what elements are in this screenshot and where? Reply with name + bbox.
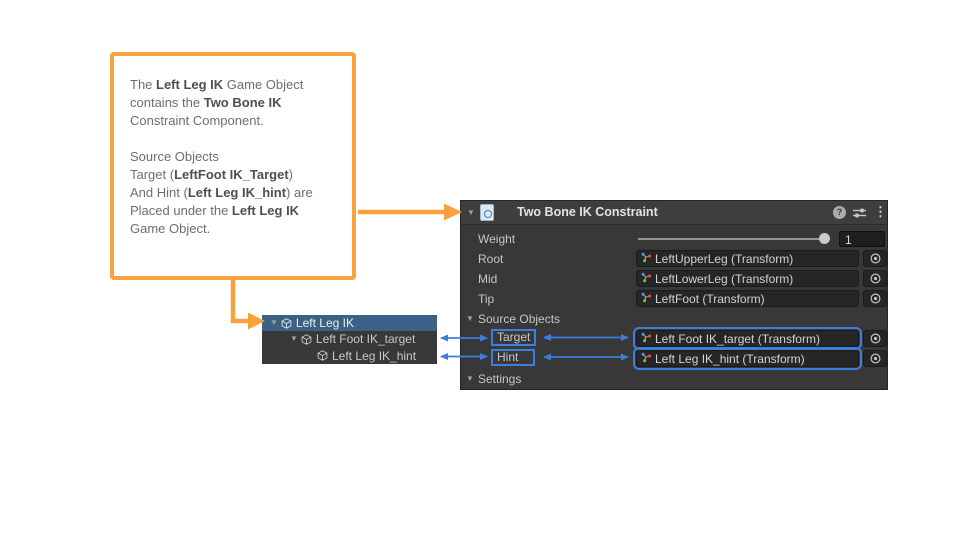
tip-object-field[interactable]: LeftFoot (Transform) xyxy=(636,290,859,307)
hierarchy-item-left-leg-ik[interactable]: ▼ Left Leg IK xyxy=(262,315,437,331)
settings-foldout[interactable]: ▼ Settings xyxy=(461,369,887,389)
component-title: Two Bone IK Constraint xyxy=(517,205,658,219)
note-line: Source Objects xyxy=(130,149,219,164)
foldout-triangle-icon[interactable]: ▼ xyxy=(467,208,475,217)
transform-icon xyxy=(640,290,652,308)
weight-value-input[interactable]: 1 xyxy=(839,231,885,247)
target-object-field[interactable]: Left Foot IK_target (Transform) xyxy=(633,327,862,350)
transform-icon xyxy=(640,270,652,288)
hierarchy-item-label: Left Leg IK xyxy=(295,316,354,330)
hint-field-value: Left Leg IK_hint (Transform) xyxy=(655,351,805,366)
mid-label: Mid xyxy=(478,272,498,286)
target-field-value: Left Foot IK_target (Transform) xyxy=(655,331,820,346)
hierarchy-item-left-leg-ik-hint[interactable]: Left Leg IK_hint xyxy=(262,347,437,364)
component-header[interactable]: ▼ Two Bone IK Constraint ? ⋮ xyxy=(461,201,887,225)
foldout-triangle-icon[interactable]: ▼ xyxy=(466,374,474,383)
hierarchy-panel: ▼ Left Leg IK ▼ Left Foot IK_target Left… xyxy=(262,315,437,364)
source-objects-foldout[interactable]: ▼ Source Objects xyxy=(461,309,887,329)
foldout-triangle-icon[interactable]: ▼ xyxy=(466,314,474,323)
target-object-picker-icon[interactable] xyxy=(863,330,887,347)
mid-field-value: LeftLowerLeg (Transform) xyxy=(655,271,794,286)
orange-arrow-line-to-hierarchy xyxy=(230,280,249,324)
note-line: Placed under the Left Leg IK xyxy=(130,203,300,218)
kebab-menu-icon[interactable]: ⋮ xyxy=(874,204,887,219)
target-label-highlight-box: Target xyxy=(491,329,537,346)
mid-object-field[interactable]: LeftLowerLeg (Transform) xyxy=(636,270,859,287)
root-object-picker-icon[interactable] xyxy=(863,250,887,267)
annotation-note: The Left Leg IK Game Object contains the… xyxy=(110,52,356,280)
settings-label: Settings xyxy=(478,372,522,386)
hierarchy-item-label: Left Foot IK_target xyxy=(315,332,416,346)
weight-slider-handle[interactable] xyxy=(819,233,830,244)
note-blank-line xyxy=(130,130,344,148)
inspector-two-bone-ik-panel: ▼ Two Bone IK Constraint ? ⋮ Weight 1 Ro… xyxy=(460,200,888,390)
tip-object-picker-icon[interactable] xyxy=(863,290,887,307)
note-line: contains the Two Bone IK xyxy=(130,95,282,110)
source-objects-label: Source Objects xyxy=(478,312,561,326)
constraint-component-icon xyxy=(480,204,494,221)
cube-icon xyxy=(281,317,292,329)
foldout-triangle-icon[interactable]: ▼ xyxy=(270,318,278,327)
hierarchy-item-left-foot-ik-target[interactable]: ▼ Left Foot IK_target xyxy=(262,331,437,347)
hint-label-highlight-box: Hint xyxy=(491,349,535,366)
root-label: Root xyxy=(478,252,504,266)
tip-row: Tip LeftFoot (Transform) xyxy=(461,289,887,309)
root-field-value: LeftUpperLeg (Transform) xyxy=(655,251,794,266)
root-row: Root LeftUpperLeg (Transform) xyxy=(461,249,887,269)
foldout-triangle-icon[interactable]: ▼ xyxy=(290,334,298,343)
note-line: Game Object. xyxy=(130,221,211,236)
hint-object-field[interactable]: Left Leg IK_hint (Transform) xyxy=(633,347,862,370)
transform-icon xyxy=(640,330,652,348)
note-line: Constraint Component. xyxy=(130,113,264,128)
hierarchy-item-label: Left Leg IK_hint xyxy=(332,348,417,363)
mid-row: Mid LeftLowerLeg (Transform) xyxy=(461,269,887,289)
target-row: Target Left Foot IK_target (Transform) xyxy=(461,327,887,350)
tip-field-value: LeftFoot (Transform) xyxy=(655,291,765,306)
weight-label: Weight xyxy=(478,232,516,246)
note-line: The Left Leg IK Game Object xyxy=(130,77,304,92)
help-icon[interactable]: ? xyxy=(833,206,846,219)
hint-row: Hint Left Leg IK_hint (Transform) xyxy=(461,347,887,370)
weight-row: Weight 1 xyxy=(461,229,887,249)
tip-label: Tip xyxy=(478,292,495,306)
transform-icon xyxy=(640,350,652,368)
hint-object-picker-icon[interactable] xyxy=(863,350,887,367)
weight-slider-track[interactable] xyxy=(638,238,826,240)
note-line: Target (LeftFoot IK_Target) xyxy=(130,167,294,182)
mid-object-picker-icon[interactable] xyxy=(863,270,887,287)
cube-icon xyxy=(317,350,328,361)
transform-icon xyxy=(640,250,652,268)
presets-icon[interactable] xyxy=(852,206,867,220)
cube-icon xyxy=(301,333,312,345)
root-object-field[interactable]: LeftUpperLeg (Transform) xyxy=(636,250,859,267)
note-line: And Hint (Left Leg IK_hint) are xyxy=(130,185,313,200)
